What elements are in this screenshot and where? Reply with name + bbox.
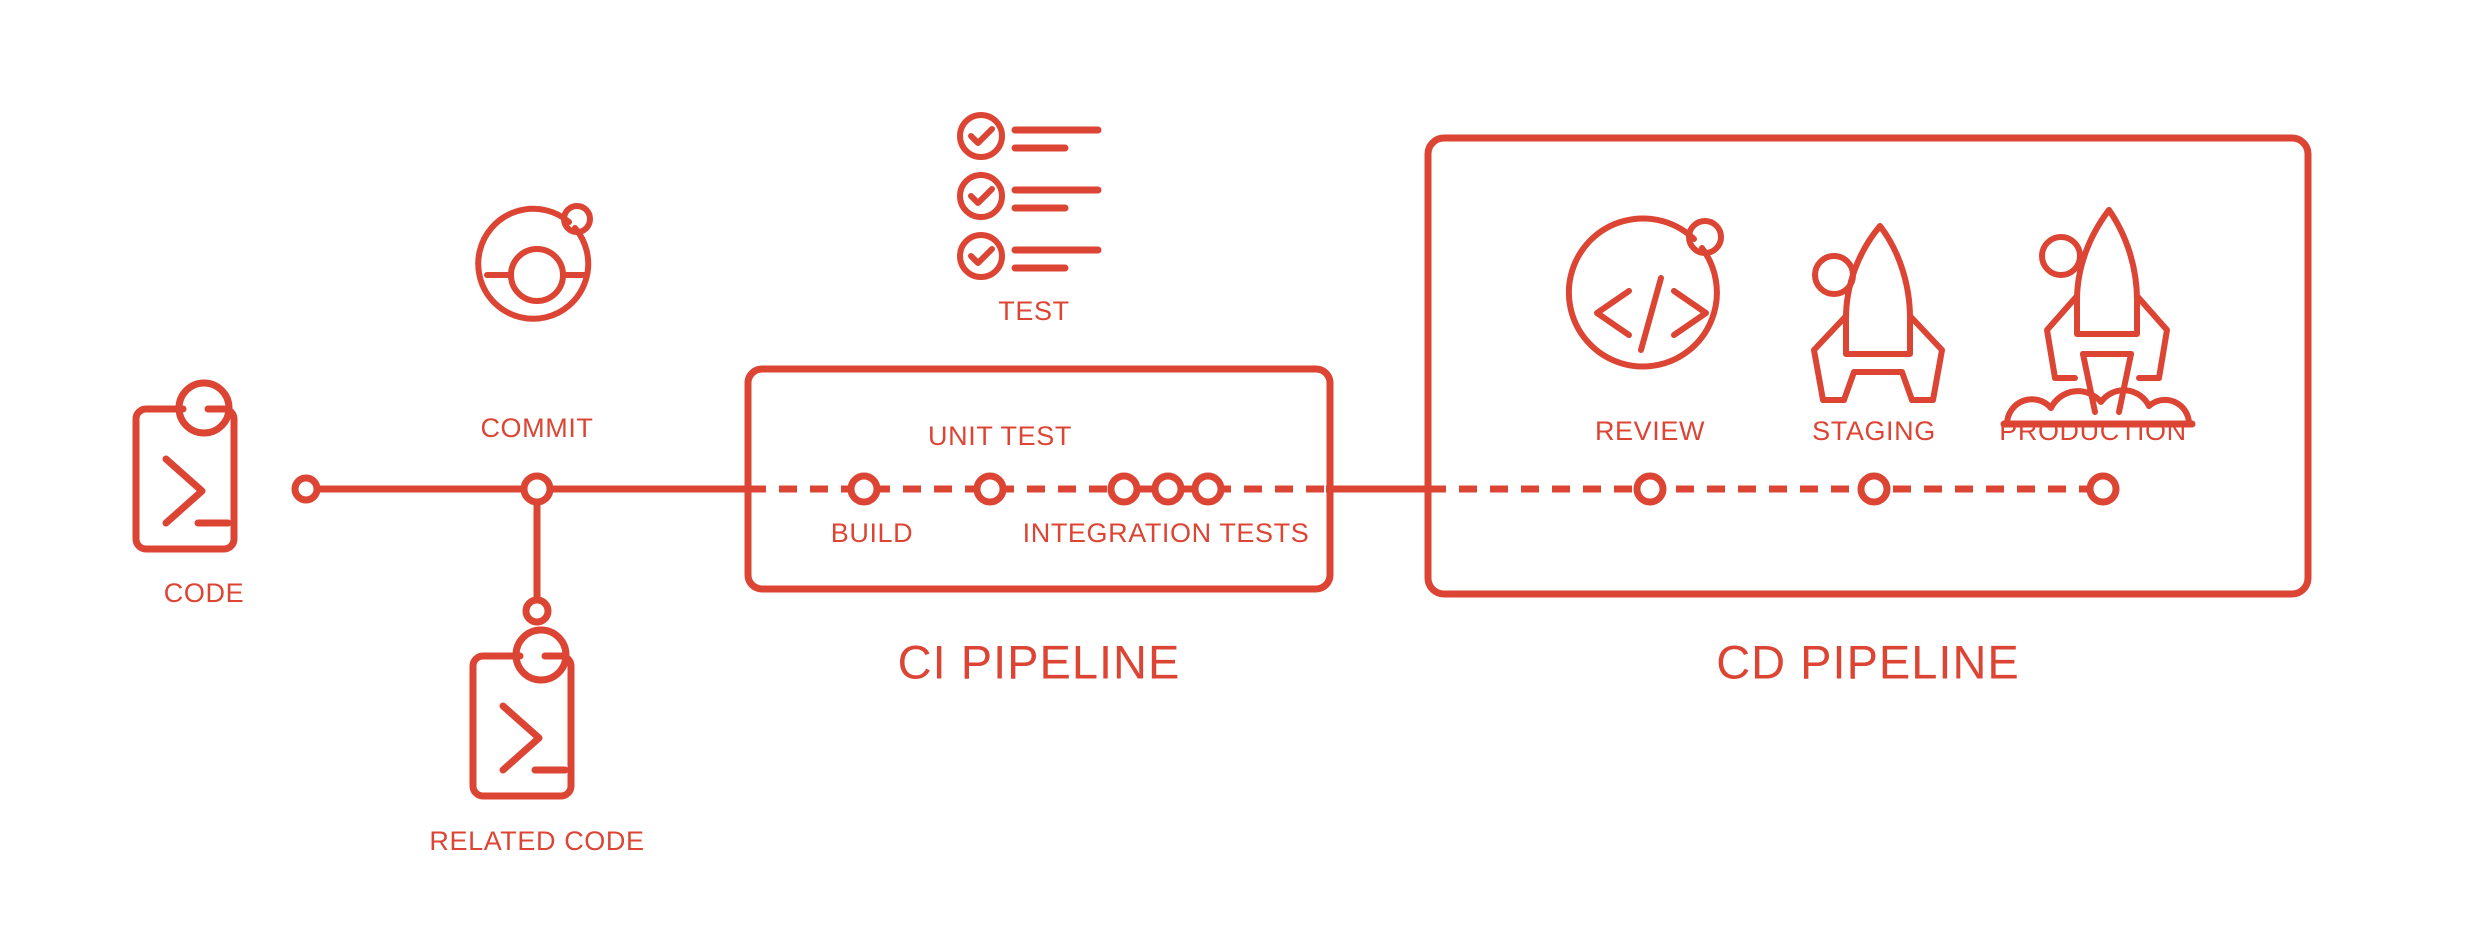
label-commit: COMMIT	[480, 413, 593, 443]
rocket-icon[interactable]	[1811, 223, 1945, 403]
node-dot-related-code-branch[interactable]	[522, 596, 552, 626]
label-build: BUILD	[831, 518, 914, 548]
label-staging: STAGING	[1812, 416, 1936, 446]
terminal-code-icon[interactable]	[132, 379, 238, 553]
node-dot-unit-test[interactable]	[973, 472, 1007, 506]
terminal-code-icon[interactable]	[469, 626, 575, 800]
commit-orbit-icon[interactable]	[475, 203, 593, 322]
pipeline-titles: CI PIPELINE CD PIPELINE	[898, 635, 2020, 688]
title-ci-pipeline: CI PIPELINE	[898, 635, 1181, 688]
checklist-row-2	[957, 172, 1102, 220]
title-cd-pipeline: CD PIPELINE	[1716, 635, 2020, 688]
node-dot-production[interactable]	[2086, 472, 2120, 506]
node-dot-staging[interactable]	[1857, 472, 1891, 506]
node-labels: CODE COMMIT RELATED CODE BUILD UNIT TEST…	[164, 296, 2187, 856]
node-dot-integration-test-2[interactable]	[1151, 472, 1185, 506]
code-review-icon[interactable]	[1565, 215, 1724, 370]
label-integration-tests: INTEGRATION TESTS	[1023, 518, 1310, 548]
rail-node-dots	[291, 472, 2120, 626]
node-dot-commit[interactable]	[520, 472, 554, 506]
label-unit-test: UNIT TEST	[928, 421, 1072, 451]
node-dot-integration-test-1[interactable]	[1107, 472, 1141, 506]
checklist-row-1	[957, 112, 1102, 160]
node-dot-code[interactable]	[291, 474, 321, 504]
rocket-launch-icon[interactable]	[2000, 207, 2196, 428]
label-test: TEST	[998, 296, 1069, 326]
pipeline-group-boxes	[744, 134, 2312, 598]
cd-pipeline-box[interactable]	[1424, 134, 2312, 598]
label-review: REVIEW	[1595, 416, 1705, 446]
ci-pipeline-box[interactable]	[744, 365, 1334, 593]
label-code: CODE	[164, 578, 244, 608]
label-related-code: RELATED CODE	[429, 826, 644, 856]
pipeline-rail	[306, 485, 2103, 611]
node-dot-build[interactable]	[847, 472, 881, 506]
checklist-icon[interactable]	[957, 112, 1102, 280]
label-production: PRODUCTION	[1999, 416, 2187, 446]
checklist-row-3	[957, 232, 1102, 280]
node-dot-review[interactable]	[1633, 472, 1667, 506]
node-dot-integration-test-3[interactable]	[1191, 472, 1225, 506]
